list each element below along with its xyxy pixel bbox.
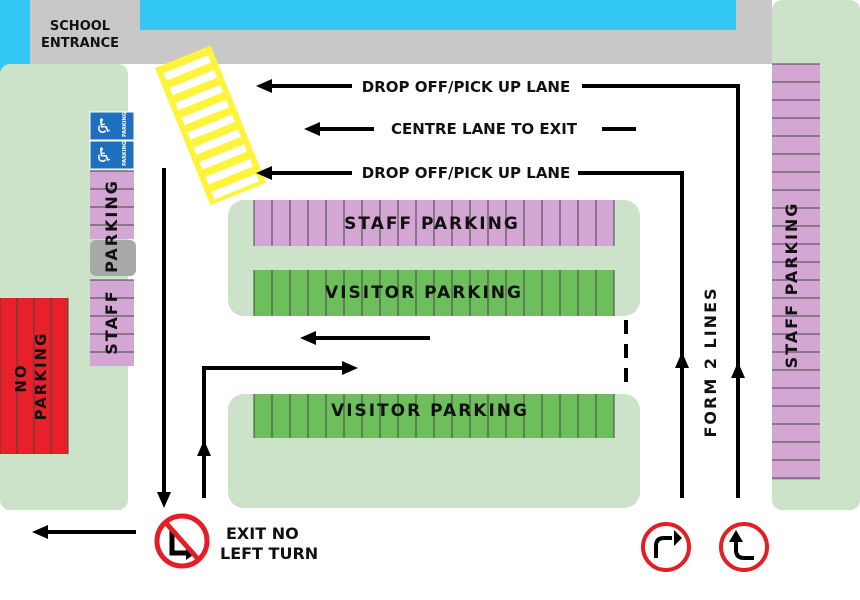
drop-off-top-arrowhead (256, 79, 272, 93)
drop-off-top-lane-line-right (582, 84, 740, 498)
staff-parking-left-gray (90, 240, 136, 276)
crosswalk-stripe (193, 129, 242, 155)
staff-parking-right-area (772, 64, 820, 480)
drop-off-mid-arrowhead (256, 166, 272, 180)
svg-text:♿: ♿ (95, 114, 113, 138)
crosswalk-stripe (181, 99, 230, 126)
up-right-arrowhead-up (197, 440, 211, 456)
school-building-water (140, 0, 736, 30)
accessible-spot-1 (89, 111, 135, 141)
centre-lane-arrowhead (304, 122, 320, 136)
crosswalk-stripe (199, 144, 248, 170)
accessible-spot-2 (89, 140, 135, 170)
crosswalk (155, 45, 267, 206)
accessible-badge-1: PARKING (122, 112, 128, 137)
accessible-badge-2: PARKING (122, 141, 128, 166)
no-parking-label-1: NO (12, 363, 30, 392)
between-islands-arrowhead (300, 331, 316, 345)
turn-right-sign-icon (641, 522, 691, 572)
up-right-arrowhead-right (342, 361, 358, 375)
school-entrance-label-2: ENTRANCE (41, 36, 119, 51)
crosswalk-stripe (175, 84, 224, 111)
crosswalk-stripe (205, 159, 254, 185)
turn-left-sign-icon (719, 522, 769, 572)
drop-off-mid-lane-line-right (578, 171, 684, 498)
visitor-parking-lower-label: VISITOR PARKING (331, 401, 529, 421)
crosswalk-stripe (211, 173, 260, 200)
no-parking-label-2: PARKING (32, 332, 50, 421)
right-lane-up-arrowhead-2 (731, 362, 745, 378)
staff-left-label-1: STAFF (102, 289, 121, 354)
school-entrance-label-1: SCHOOL (50, 19, 110, 34)
wheelchair-icon: ♿ ♿ (95, 114, 113, 167)
centre-lane-label: CENTRE LANE TO EXIT (391, 120, 578, 138)
staff-parking-top-label: STAFF PARKING (344, 214, 520, 234)
right-lane-up-arrowhead-1 (675, 352, 689, 368)
visitor-parking-upper-label: VISITOR PARKING (325, 283, 523, 303)
staff-parking-right-label: STAFF PARKING (782, 202, 801, 369)
crosswalk-stripe (187, 114, 236, 140)
crosswalk-stripe (163, 55, 212, 81)
staff-left-label-2: PARKING (102, 179, 121, 273)
down-lane-arrowhead (157, 492, 171, 508)
exit-no-label: EXIT NO (226, 524, 299, 543)
drop-off-top-label: DROP OFF/PICK UP LANE (362, 78, 570, 96)
no-left-turn-sign-icon (154, 513, 210, 569)
staff-parking-left-upper (90, 171, 134, 239)
drop-off-mid-label: DROP OFF/PICK UP LANE (362, 164, 570, 182)
exit-arrowhead (32, 525, 48, 539)
crosswalk-stripe (169, 70, 218, 96)
form-2-lines-label: FORM 2 LINES (701, 286, 720, 437)
svg-text:♿: ♿ (95, 143, 113, 167)
left-turn-label: LEFT TURN (220, 544, 318, 563)
